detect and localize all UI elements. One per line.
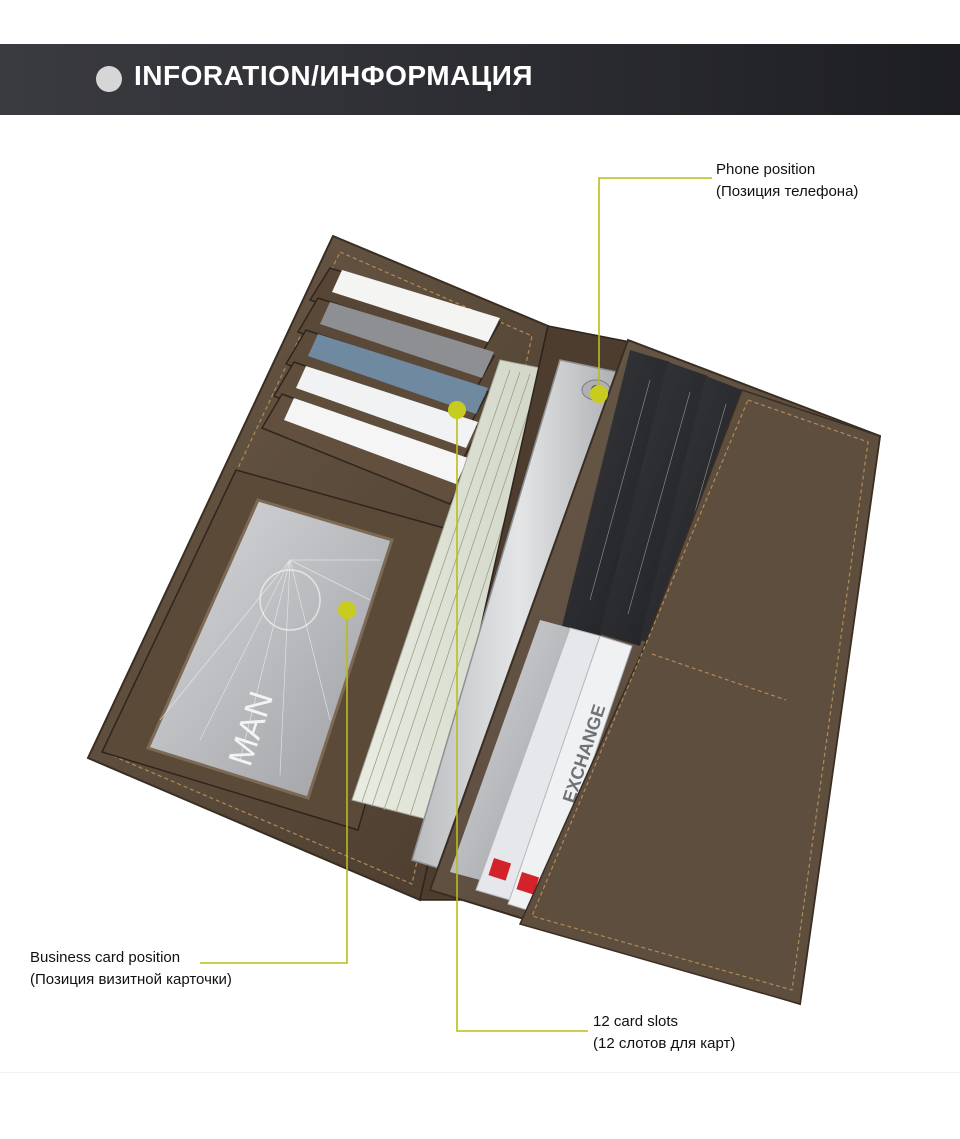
card-slots-label: 12 card slots (12 слотов для карт) (593, 1011, 735, 1055)
phone-position-title: Phone position (716, 161, 816, 178)
business-card-subtitle: (Позиция визитной карточки) (30, 971, 232, 988)
business-card-label: Business card position (Позиция визитной… (30, 947, 232, 991)
bullet-icon (96, 66, 122, 92)
callout-lines (200, 177, 712, 1032)
card-slots-title: 12 card slots (593, 1013, 679, 1030)
card-slots-callout-dot (448, 401, 466, 419)
page-title: INFORATION/ИНФОРМАЦИЯ (134, 60, 533, 91)
money-stack (351, 359, 561, 821)
phone-position-subtitle: (Позиция телефона) (716, 183, 859, 200)
card-slots-subtitle: (12 слотов для карт) (593, 1035, 736, 1052)
bottom-divider (0, 1072, 960, 1073)
wallet-right-panel: EXCHANGE (428, 338, 882, 1006)
phone-callout-dot (590, 385, 608, 403)
business-card-callout-dot (338, 601, 356, 619)
business-card-title: Business card position (30, 949, 181, 966)
header-banner: INFORATION/ИНФОРМАЦИЯ (0, 44, 960, 115)
phone-position-label: Phone position (Позиция телефона) (716, 159, 858, 203)
